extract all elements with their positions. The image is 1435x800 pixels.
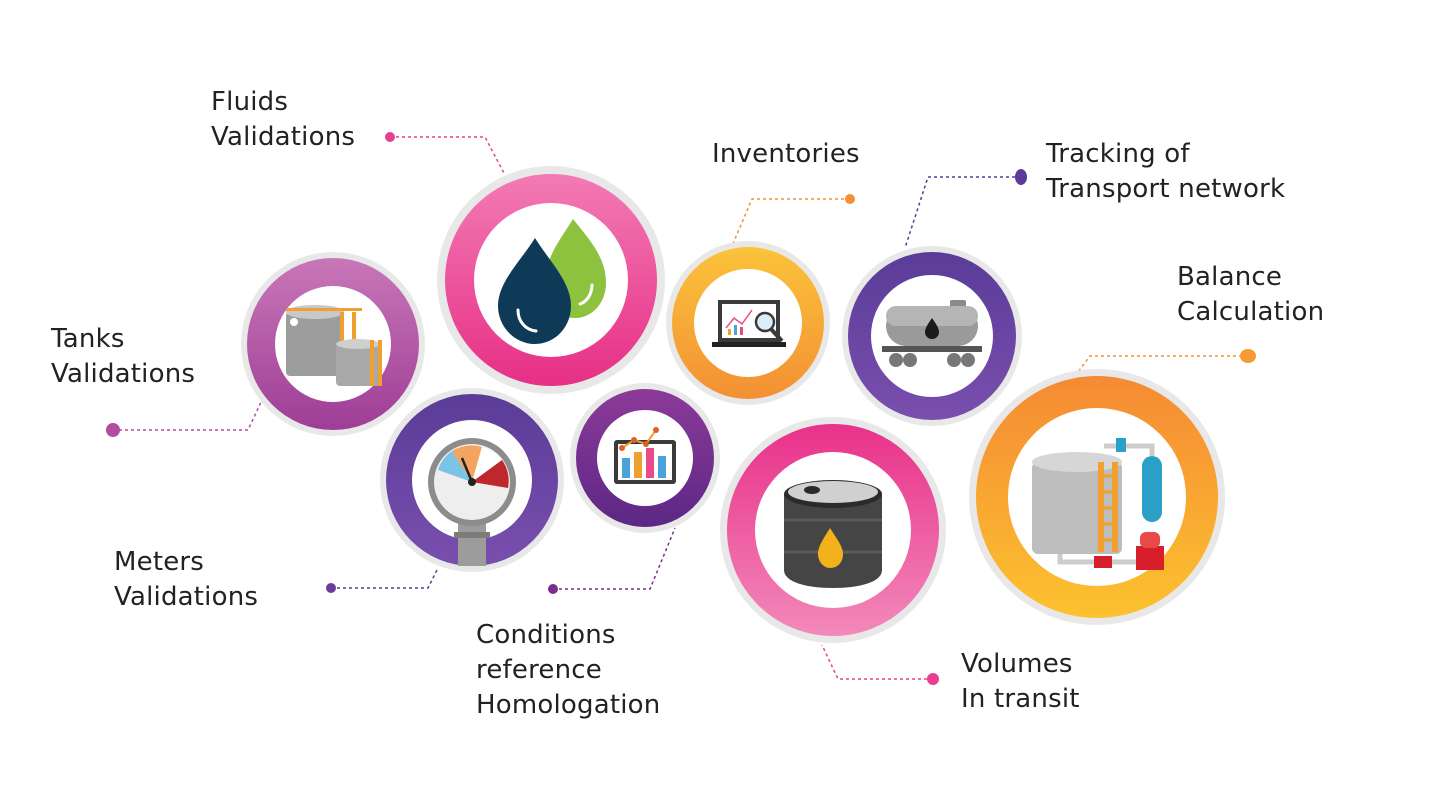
dot-tanks: [106, 423, 120, 437]
dot-fluids: [385, 132, 395, 142]
connector-tracking: [904, 176, 1021, 249]
dot-balance: [1240, 349, 1256, 363]
connector-inventories: [731, 198, 850, 247]
pressure-gauge-icon: [428, 438, 516, 566]
plant-tank-icon: [1032, 438, 1164, 570]
tablet-chart-icon: [614, 427, 676, 484]
dot-volumes: [927, 673, 939, 685]
dot-tracking: [1015, 169, 1027, 185]
dot-inventories: [845, 194, 855, 204]
node-tracking: [842, 246, 1022, 426]
label-fluids: Fluids Validations: [211, 87, 356, 152]
connectors: [113, 136, 1248, 680]
label-volumes: Volumes In transit: [961, 649, 1080, 714]
drops-icon: [498, 219, 606, 344]
connector-meters: [331, 567, 439, 589]
label-tracking: Tracking of Transport network: [1046, 139, 1286, 204]
label-tanks: Tanks Validations: [51, 324, 196, 389]
label-inventories: Inventories: [712, 139, 860, 169]
node-conditions: [570, 383, 720, 533]
connector-conditions: [553, 527, 676, 590]
connector-volumes: [821, 644, 933, 680]
storage-tanks-icon: [286, 305, 382, 386]
label-conditions: Conditions reference Homologation: [476, 620, 661, 720]
connector-tanks: [113, 399, 263, 431]
dot-conditions: [548, 584, 558, 594]
connector-dots: [106, 132, 1256, 685]
laptop-chart-icon: [712, 300, 786, 347]
tank-wagon-icon: [882, 300, 982, 367]
node-meters: [380, 388, 564, 572]
connector-balance: [1077, 355, 1248, 373]
node-volumes: [720, 417, 946, 643]
node-fluids: [437, 166, 665, 394]
label-balance: Balance Calculation: [1177, 262, 1325, 327]
dot-meters: [326, 583, 336, 593]
node-inventories: [666, 241, 830, 405]
node-balance: [969, 369, 1225, 625]
connector-fluids: [390, 136, 506, 176]
node-tanks: [241, 252, 425, 436]
label-meters: Meters Validations: [114, 547, 259, 612]
oil-barrel-icon: [784, 480, 882, 588]
